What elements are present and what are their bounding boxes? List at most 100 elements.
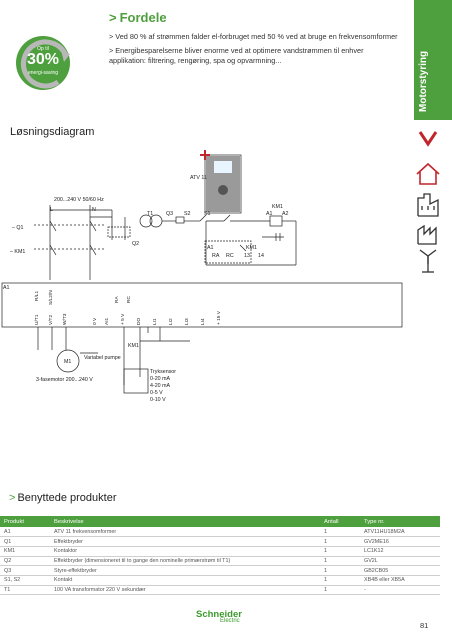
table-cell: Kontakt xyxy=(50,575,320,586)
table-cell: 1 xyxy=(320,556,360,567)
table-cell: 1 xyxy=(320,575,360,586)
table-cell: ATV11HU18M2A xyxy=(360,527,440,538)
factory-icon xyxy=(417,193,439,217)
diagram-m1: M1 xyxy=(64,359,71,365)
diagram-13: 13 xyxy=(244,253,250,259)
table-cell: XB4B eller XB5A xyxy=(360,575,440,586)
diagram-sensor: Tryksensor xyxy=(150,369,176,375)
table-cell: LC1K12 xyxy=(360,546,440,557)
diagram-terminal: R/L1 xyxy=(34,291,40,301)
schneider-logo: Schneider Electric xyxy=(196,609,262,624)
house-icon xyxy=(416,162,440,185)
diagram-km1-mid: KM1 xyxy=(246,245,257,251)
table-cell: Q2 xyxy=(0,556,50,567)
diagram-terminal-bottom: V/T2 xyxy=(48,315,54,325)
col-quantity: Antall xyxy=(324,518,339,525)
diagram-n: N xyxy=(92,207,96,213)
table-cell: T1 xyxy=(0,585,50,596)
table-cell: Styre-effektbryder xyxy=(50,565,320,576)
diagram-supply: 200...240 V 50/60 Hz xyxy=(54,197,104,203)
diagram-a1: A1 xyxy=(266,211,273,217)
wind-turbine-icon xyxy=(419,249,437,273)
diagram-a1-box: A1 xyxy=(3,285,10,291)
diagram-terminal-bottom: AI1 xyxy=(104,317,110,325)
table-cell: GV2L xyxy=(360,556,440,567)
col-type: Type nr. xyxy=(364,518,385,525)
diagram-terminal-bottom: LI4 xyxy=(200,318,206,325)
diagram-t1: T1 xyxy=(147,211,153,217)
table-cell: Effektbryder xyxy=(50,536,320,547)
side-icons xyxy=(416,131,440,273)
diagram-sensor: 0-20 mA xyxy=(150,376,170,382)
table-header-row: Produkt Beskrivelse Antall Type nr. xyxy=(0,516,440,527)
diagram-km1-top: KM1 xyxy=(272,204,283,210)
chevron-right-icon: > xyxy=(9,492,16,504)
energy-saving-badge: Op til 30% energi-saving xyxy=(14,34,72,92)
table-cell: Q3 xyxy=(0,565,50,576)
table-cell: 1 xyxy=(320,585,360,596)
table-cell: Kontaktor xyxy=(50,546,320,557)
sidebar-label: Motorstyring xyxy=(418,50,429,112)
benefits-title: >Fordele xyxy=(109,10,167,25)
diagram-terminal-bottom: LI3 xyxy=(184,318,190,325)
diagram-terminal: RA xyxy=(114,296,120,303)
table-cell: 1 xyxy=(320,527,360,538)
diagram-title: Løsningsdiagram xyxy=(10,126,95,138)
benefit-bullet: > Ved 80 % af strømmen falder el-forbrug… xyxy=(109,32,398,41)
diagram-q2: Q2 xyxy=(132,241,139,247)
table-cell: 100 VA transformator 220 V sekundær xyxy=(50,585,320,596)
diagram-terminal-bottom: W/T3 xyxy=(62,313,68,325)
table-cell: 1 xyxy=(320,546,360,557)
badge-circle-icon xyxy=(16,36,70,90)
chevron-right-icon: > xyxy=(109,10,117,25)
diagram-q1: – Q1 xyxy=(12,225,24,231)
diagram-sensor: 0-5 V xyxy=(150,390,163,396)
table-cell: 1 xyxy=(320,536,360,547)
diagram-terminal-bottom: DO xyxy=(136,318,142,325)
diagram-ra: RA xyxy=(212,253,220,259)
diagram-terminal-bottom: + 15 V xyxy=(216,310,222,325)
diagram-km1-bottom: KM1 xyxy=(128,343,139,349)
diagram-s1: S1 xyxy=(204,211,211,217)
diagram-q3: Q3 xyxy=(166,211,173,217)
diagram-km1-left: – KM1 xyxy=(10,249,25,255)
diagram-a1-small: A1 xyxy=(207,245,214,251)
diagram-terminal: RC xyxy=(126,296,132,303)
table-cell: Q1 xyxy=(0,536,50,547)
table-cell: 1 xyxy=(320,565,360,576)
table-cell: S1, S2 xyxy=(0,575,50,586)
wiring-diagram: ATV 11 200...240 V 50/60 Hz L N – Q1 – K… xyxy=(1,150,403,403)
logo-sub: Electric xyxy=(220,618,240,624)
diagram-pump: Variabel pumpe xyxy=(84,355,121,361)
table-cell: A1 xyxy=(0,527,50,538)
diagram-s2: S2 xyxy=(184,211,191,217)
table-cell: - xyxy=(360,585,440,596)
products-title: >Benyttede produkter xyxy=(9,492,117,504)
diagram-l: L xyxy=(50,207,53,213)
diagram-sensor: 4-20 mA xyxy=(150,383,170,389)
diagram-terminal-bottom: 0 V xyxy=(92,317,98,325)
badge-line2: energi-saving xyxy=(27,70,59,76)
diagram-rc: RC xyxy=(226,253,234,259)
diagram-terminal-bottom: + 5 V xyxy=(120,313,126,325)
diagram-terminal-bottom: LI2 xyxy=(168,318,174,325)
table-cell: KM1 xyxy=(0,546,50,557)
table-cell: ATV 11 frekvensomformer xyxy=(50,527,320,538)
chevron-down-icon xyxy=(418,131,438,147)
logo-brand: Schneider xyxy=(196,609,242,620)
diagram-a2: A2 xyxy=(282,211,289,217)
diagram-sensor: 0-10 V xyxy=(150,397,166,403)
category-sidebar: Motorstyring xyxy=(414,0,452,120)
table-cell: GV2ME16 xyxy=(360,536,440,547)
diagram-motor-desc: 3-fasemotor 200...240 V xyxy=(36,377,93,383)
diagram-14: 14 xyxy=(258,253,264,259)
diagram-terminal-bottom: LI1 xyxy=(152,318,158,325)
benefit-bullet: > Energibesparelserne bliver enorme ved … xyxy=(109,45,364,66)
